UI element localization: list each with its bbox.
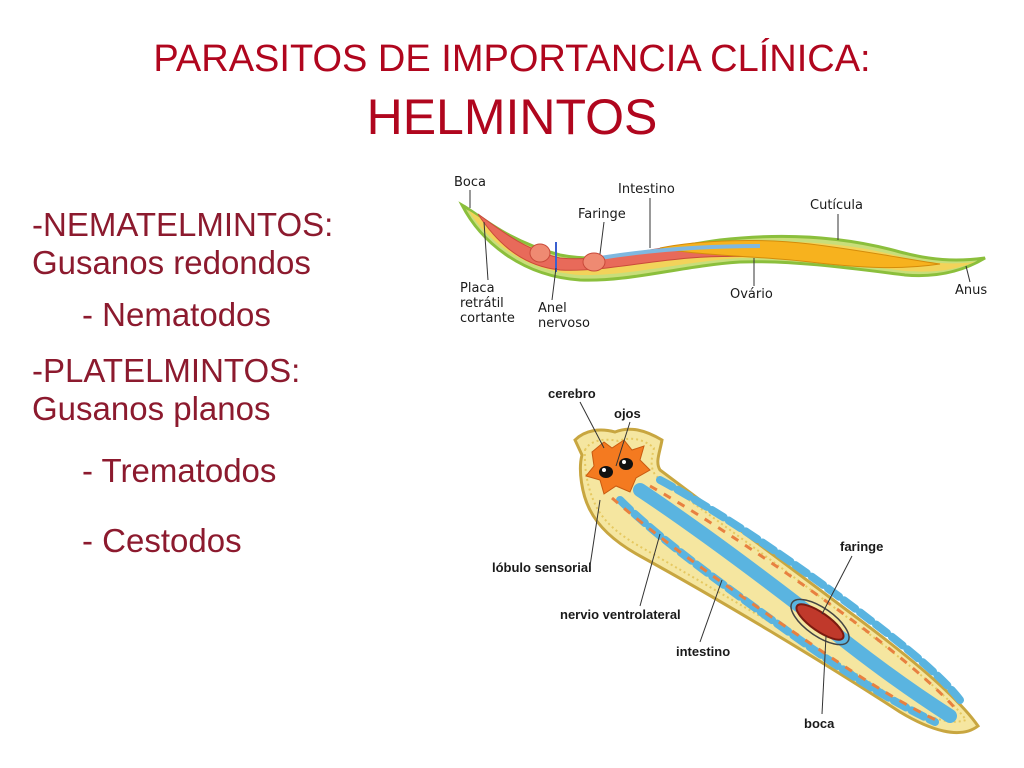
leader-lobulo — [589, 499, 601, 567]
roundworm-diagram: Boca Intestino Faringe Cutícula Placa re… — [454, 175, 987, 331]
nematodos-item: - Nematodos — [82, 296, 271, 333]
label-intestino-flat: intestino — [676, 644, 730, 659]
flatworm-eye-left — [599, 466, 613, 478]
flatworm-nerve-cord-left — [611, 496, 941, 724]
leader-intestino-flat — [699, 579, 723, 643]
leader-anel — [551, 267, 557, 301]
leader-anus — [965, 265, 971, 283]
flatworm-eye-right-glint — [622, 460, 626, 464]
label-cerebro: cerebro — [548, 386, 596, 401]
platelmintos-description: Gusanos planos — [32, 390, 271, 427]
leader-faringe — [599, 221, 605, 255]
label-boca: Boca — [454, 175, 486, 190]
roundworm-tube — [599, 244, 761, 260]
flatworm-brain — [585, 439, 651, 495]
flatworm-pharynx-outer — [790, 598, 850, 646]
flatworm-diagram: cerebro ojos faringe lóbulo sensorial ne… — [492, 386, 981, 735]
leader-placa — [483, 221, 489, 281]
label-anus: Anus — [955, 283, 987, 298]
nematelmintos-heading: -NEMATELMINTOS: — [32, 206, 334, 243]
leader-nervio — [639, 533, 661, 607]
trematodos-item: - Trematodos — [82, 452, 277, 489]
flatworm-gut-trunk — [633, 483, 957, 723]
flatworm-gut-left — [616, 496, 939, 726]
label-intestino: Intestino — [618, 182, 675, 197]
flatworm-border — [583, 437, 968, 723]
label-cuticula: Cutícula — [810, 198, 863, 213]
label-ovario: Ovário — [730, 287, 773, 302]
leader-faringe-flat — [821, 555, 853, 615]
label-boca-flat: boca — [804, 716, 835, 731]
flatworm-gut-right — [656, 476, 964, 704]
label-placa-3: cortante — [460, 311, 515, 326]
flatworm-eye-right — [619, 458, 633, 470]
leader-ojos — [615, 421, 631, 467]
label-faringe: Faringe — [578, 207, 626, 222]
label-nervio: nervio ventrolateral — [560, 607, 681, 622]
label-placa-2: retrátil — [460, 296, 504, 311]
label-faringe-flat: faringe — [840, 539, 883, 554]
label-placa-1: Placa — [460, 281, 495, 296]
nematelmintos-description: Gusanos redondos — [32, 244, 311, 281]
label-lobulo: lóbulo sensorial — [492, 560, 592, 575]
leader-cerebro — [579, 401, 605, 449]
label-anel-1: Anel — [538, 301, 567, 316]
flatworm-pharynx — [795, 603, 845, 641]
label-anel-2: nervoso — [538, 316, 590, 331]
flatworm-eye-left-glint — [602, 468, 606, 472]
bullet-list: -NEMATELMINTOS: Gusanos redondos - Nemat… — [32, 206, 432, 560]
leader-boca-flat — [821, 635, 827, 715]
slide-title-line1: PARASITOS DE IMPORTANCIA CLÍNICA: — [153, 38, 871, 80]
label-ojos: ojos — [614, 406, 641, 421]
slide-title-line2: HELMINTOS — [366, 89, 658, 145]
flatworm-nerve-cord-right — [649, 484, 957, 710]
platelmintos-heading: -PLATELMINTOS: — [32, 352, 301, 389]
roundworm-pharynx-bulb1 — [529, 243, 551, 263]
roundworm-pharynx-bulb2 — [582, 252, 606, 272]
cestodos-item: - Cestodos — [82, 522, 242, 559]
